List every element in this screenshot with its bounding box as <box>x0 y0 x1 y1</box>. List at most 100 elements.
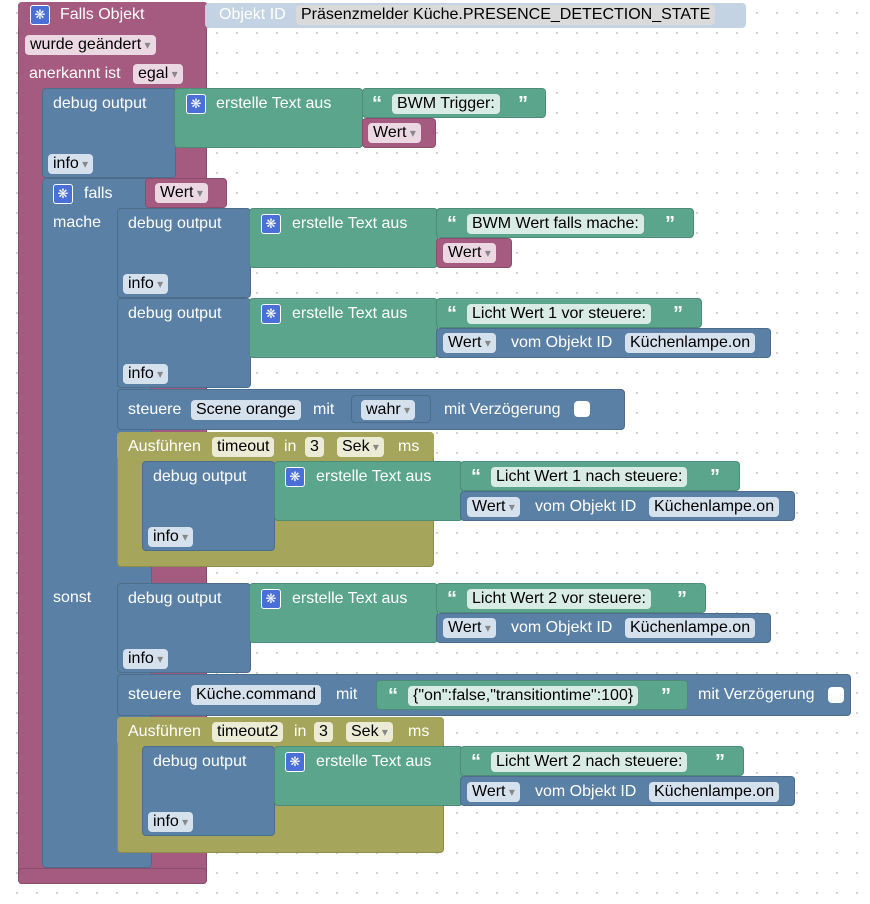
level-dropdown-4[interactable]: info <box>148 527 194 547</box>
object-id-value[interactable]: Präsenzmelder Küche.PRESENCE_DETECTION_S… <box>296 5 716 25</box>
create-text-label-5: erstelle Text aus <box>292 590 408 607</box>
from-object-label-3: vom Objekt ID <box>511 334 613 351</box>
level-label-5: info <box>128 650 154 667</box>
control-with-2: mit <box>336 686 358 703</box>
timeout-ms-2: ms <box>408 723 430 740</box>
create-text-label-4: erstelle Text aus <box>316 468 432 485</box>
value-dropdown-4[interactable]: Wert <box>467 497 520 517</box>
value-dropdown-5[interactable]: Wert <box>443 618 496 638</box>
from-object-label-4: vom Objekt ID <box>535 498 637 515</box>
level-dropdown-5[interactable]: info <box>123 649 169 669</box>
create-text-label-1: erstelle Text aus <box>216 95 332 112</box>
control-label-2: steuere <box>128 686 182 703</box>
create-text-label-6: erstelle Text aus <box>316 753 432 770</box>
quote-close-icon: ” <box>518 93 528 115</box>
level-dropdown-1[interactable]: info <box>48 154 94 174</box>
then-label: mache <box>53 214 102 231</box>
text-literal-5[interactable]: Licht Wert 2 vor steuere: <box>467 589 651 609</box>
create-text-block-6[interactable] <box>274 746 463 806</box>
text-literal-4[interactable]: Licht Wert 1 nach steuere: <box>491 467 688 487</box>
text-literal-2[interactable]: BWM Wert falls mache: <box>467 214 644 234</box>
level-label-6: info <box>153 813 179 830</box>
level-label-3: info <box>128 365 154 382</box>
timeout-name-1[interactable]: timeout <box>212 437 275 457</box>
gear-icon[interactable]: ❋ <box>285 752 305 772</box>
gear-icon[interactable]: ❋ <box>261 304 281 324</box>
create-text-label-3: erstelle Text aus <box>292 305 408 322</box>
quote-open-icon: “ <box>388 685 398 707</box>
value-dropdown-2[interactable]: Wert <box>443 243 496 263</box>
timeout-unit-2[interactable]: Sek <box>346 722 393 742</box>
timeout-in-1: in <box>284 438 297 455</box>
timeout-label-1: Ausführen <box>128 438 201 455</box>
trigger-bottom-bar <box>18 868 207 884</box>
level-dropdown-2[interactable]: info <box>123 274 169 294</box>
timeout-label-2: Ausführen <box>128 723 201 740</box>
value-dropdown-6[interactable]: Wert <box>467 782 520 802</box>
json-text-literal[interactable]: {"on":false,"transitiontime":100} <box>408 686 639 706</box>
control-target-2[interactable]: Küche.command <box>191 685 322 705</box>
changed-value: wurde geändert <box>30 36 142 53</box>
gear-icon[interactable]: ❋ <box>285 467 305 487</box>
level-label-4: info <box>153 528 179 545</box>
debug-label-3: debug output <box>128 305 222 322</box>
timeout-amount-1[interactable]: 3 <box>305 437 324 457</box>
level-dropdown-6[interactable]: info <box>148 812 194 832</box>
timeout-unit-value-1: Sek <box>342 438 370 455</box>
timeout-in-2: in <box>294 723 307 740</box>
debug-label-4: debug output <box>153 468 247 485</box>
value-label-4: Wert <box>472 498 506 515</box>
gear-icon[interactable]: ❋ <box>53 184 73 204</box>
quote-open-icon: “ <box>471 751 481 773</box>
text-literal-3[interactable]: Licht Wert 1 vor steuere: <box>467 304 651 324</box>
debug-label-1: debug output <box>53 95 147 112</box>
gear-icon[interactable]: ❋ <box>30 5 50 25</box>
timeout-amount-2[interactable]: 3 <box>314 722 333 742</box>
value-label-2: Wert <box>448 244 482 261</box>
text-literal-1[interactable]: BWM Trigger: <box>392 94 500 114</box>
object-field-4[interactable]: Küchenlampe.on <box>649 497 780 517</box>
timeout-unit-value-2: Sek <box>351 723 379 740</box>
ack-dropdown[interactable]: egal <box>133 64 183 84</box>
control-target-1[interactable]: Scene orange <box>191 400 301 420</box>
quote-open-icon: “ <box>447 303 457 325</box>
bool-dropdown[interactable]: wahr <box>361 400 416 420</box>
delay-checkbox-1[interactable] <box>574 401 590 417</box>
gear-icon[interactable]: ❋ <box>186 94 206 114</box>
ack-value: egal <box>138 65 169 82</box>
control-delay-label-2: mit Verzögerung <box>698 686 815 703</box>
timeout-ms-1: ms <box>398 438 420 455</box>
value-label-1: Wert <box>373 124 407 141</box>
debug-label-5: debug output <box>128 590 222 607</box>
level-label-1: info <box>53 155 79 172</box>
debug-label-6: debug output <box>153 753 247 770</box>
object-field-6[interactable]: Küchenlampe.on <box>649 782 780 802</box>
object-field-3[interactable]: Küchenlampe.on <box>625 333 756 353</box>
timeout-name-2[interactable]: timeout2 <box>212 722 284 742</box>
quote-close-icon: ” <box>715 751 725 773</box>
changed-dropdown[interactable]: wurde geändert <box>25 35 156 55</box>
gear-icon[interactable]: ❋ <box>261 589 281 609</box>
bool-value: wahr <box>366 401 401 418</box>
value-dropdown-3[interactable]: Wert <box>443 333 496 353</box>
quote-open-icon: “ <box>447 213 457 235</box>
level-dropdown-3[interactable]: info <box>123 364 169 384</box>
gear-icon[interactable]: ❋ <box>261 214 281 234</box>
delay-checkbox-2[interactable] <box>828 687 844 703</box>
object-field-5[interactable]: Küchenlampe.on <box>625 618 756 638</box>
condition-dropdown[interactable]: Wert <box>155 183 208 203</box>
if-label: falls <box>84 185 113 202</box>
value-label-6: Wert <box>472 783 506 800</box>
from-object-label-5: vom Objekt ID <box>511 619 613 636</box>
timeout-unit-1[interactable]: Sek <box>337 437 384 457</box>
level-label-2: info <box>128 275 154 292</box>
quote-close-icon: ” <box>665 213 675 235</box>
value-dropdown-1[interactable]: Wert <box>368 123 421 143</box>
create-text-label-2: erstelle Text aus <box>292 215 408 232</box>
quote-open-icon: “ <box>447 588 457 610</box>
control-delay-label-1: mit Verzögerung <box>444 401 561 418</box>
text-literal-6[interactable]: Licht Wert 2 nach steuere: <box>491 752 688 772</box>
value-label-3: Wert <box>448 334 482 351</box>
from-object-label-6: vom Objekt ID <box>535 783 637 800</box>
quote-close-icon: ” <box>673 303 683 325</box>
